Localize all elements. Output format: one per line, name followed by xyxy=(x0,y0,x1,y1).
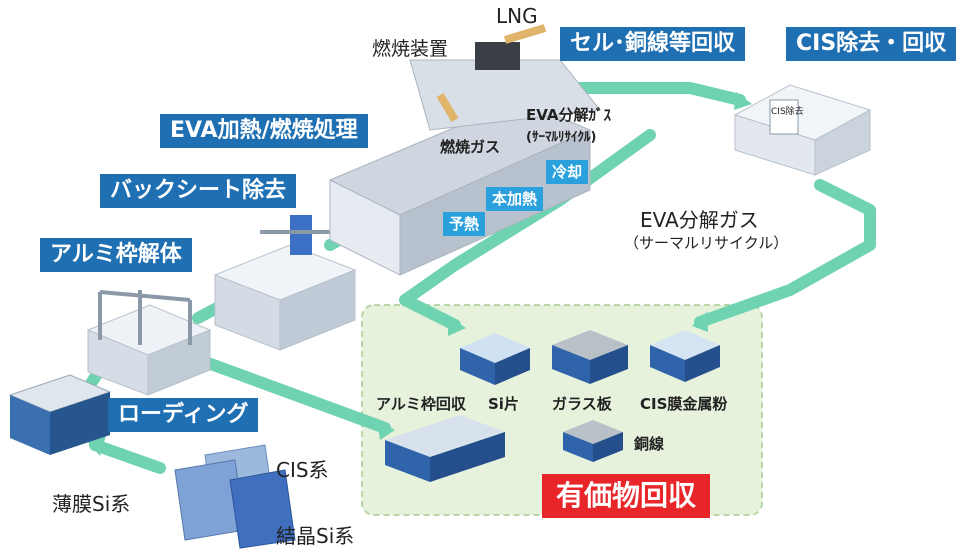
label-loading: ローディング xyxy=(108,398,259,432)
arrow-eva-to-cell-recovery xyxy=(574,82,746,106)
label-aluminum-frame-dismantle: アルミ枠解体 xyxy=(40,238,192,272)
backsheet-machine xyxy=(213,215,357,351)
label-main-heating: 本加熱 xyxy=(486,187,544,211)
tray-copper xyxy=(563,420,623,462)
label-crystalline-si: 結晶Si系 xyxy=(276,524,355,548)
label-thin-film-si: 薄膜Si系 xyxy=(52,492,131,516)
label-aluminum-frame-recovery: アルミ枠回収 xyxy=(376,395,466,413)
label-copper-wire: 銅線 xyxy=(634,435,665,453)
tray-cis-powder xyxy=(650,330,720,382)
label-cooling: 冷却 xyxy=(546,160,589,184)
arrow-cis-to-powder xyxy=(694,179,876,328)
label-cis-film-powder: CIS膜金属粉 xyxy=(640,395,728,413)
label-eva-gas-top-1: EVA分解ｶﾞｽ xyxy=(526,106,611,124)
label-cis-machine-tag: CIS除去 xyxy=(771,107,804,117)
arrow-dismantle-to-recovery xyxy=(194,354,391,434)
label-eva-gas-right-1: EVA分解ガス xyxy=(640,208,759,232)
arrow-input-to-loading xyxy=(89,439,166,474)
label-eva-heating: EVA加熱/燃焼処理 xyxy=(160,114,368,148)
dismantle-machine xyxy=(86,290,212,396)
loader-machine xyxy=(8,374,112,455)
tray-aluminum xyxy=(385,415,505,482)
label-lng: LNG xyxy=(496,4,538,28)
label-backsheet-removal: バックシート除去 xyxy=(100,174,297,208)
label-cis-removal: CIS除去・回収 xyxy=(786,27,957,61)
cis-machine xyxy=(733,84,872,176)
label-combustion-device: 燃焼装置 xyxy=(372,38,449,60)
label-cell-copper-recovery: セル･銅線等回収 xyxy=(560,27,746,61)
label-preheating: 予熱 xyxy=(443,212,486,236)
label-eva-gas-top-2: (ｻｰﾏﾙﾘｻｲｸﾙ) xyxy=(526,130,597,145)
solar-panels xyxy=(174,444,296,549)
label-glass-plate: ガラス板 xyxy=(552,395,612,413)
label-cis-type: CIS系 xyxy=(276,458,329,482)
trays xyxy=(385,330,720,482)
label-eva-gas-right-2: （サーマルリサイクル） xyxy=(624,234,789,252)
label-combustion-gas: 燃焼ガス xyxy=(440,138,501,156)
tray-si xyxy=(460,333,530,385)
tray-glass xyxy=(552,330,628,384)
label-si-pieces: Si片 xyxy=(488,395,519,413)
label-valuables-recovery: 有価物回収 xyxy=(542,474,711,518)
